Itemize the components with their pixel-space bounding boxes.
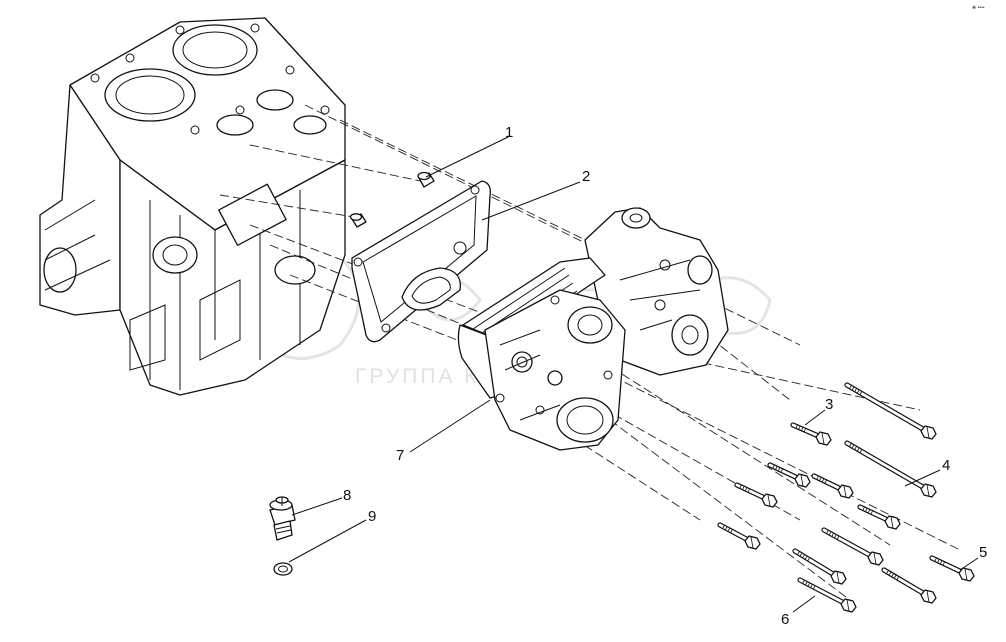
callout-5: 5	[979, 544, 987, 561]
callout-4: 4	[942, 457, 950, 474]
oil-cooler-housing	[457, 207, 729, 451]
callout-6: 6	[781, 611, 789, 628]
callout-3: 3	[825, 396, 833, 413]
bolt	[929, 555, 975, 582]
bolt	[734, 482, 778, 508]
callout-9: 9	[368, 508, 376, 525]
bolt	[717, 522, 761, 550]
corner-mark: ❀ ••••	[972, 5, 985, 11]
callout-7: 7	[396, 447, 404, 464]
callouts: 1 2 3 4 5 6 7 8 9	[343, 124, 987, 628]
bolt	[857, 504, 901, 530]
bolt-set	[717, 382, 975, 613]
bolt	[790, 422, 832, 446]
gasket	[351, 180, 491, 343]
dowel-pins	[349, 171, 435, 228]
deck-holes	[90, 23, 330, 135]
bolt	[767, 462, 811, 488]
leader-lines	[288, 136, 979, 613]
bolt	[821, 527, 884, 566]
drain-plug	[269, 496, 296, 541]
bolt	[811, 473, 854, 499]
callout-2: 2	[582, 168, 590, 185]
engine-block	[39, 17, 346, 396]
callout-1: 1	[505, 124, 513, 141]
sealing-washer	[273, 562, 293, 576]
bolt	[844, 440, 937, 498]
bolt	[792, 548, 847, 585]
bolt	[844, 382, 937, 440]
bolt	[797, 577, 857, 613]
callout-8: 8	[343, 487, 351, 504]
bolt	[881, 567, 937, 604]
